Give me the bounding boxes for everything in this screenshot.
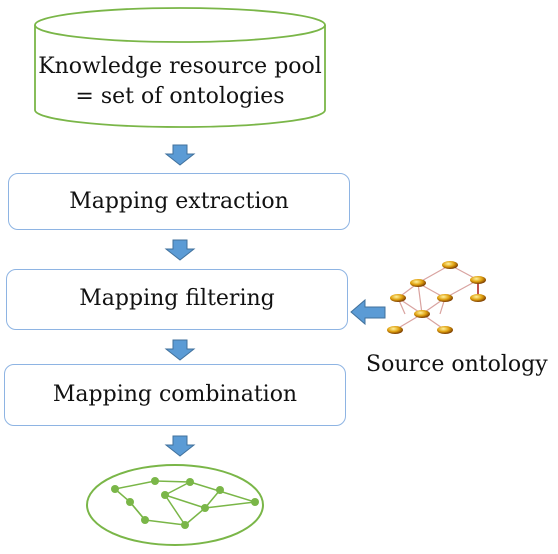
- graph-node: [251, 498, 259, 506]
- arrow-source-to-filtering: [350, 298, 386, 326]
- graph-node: [151, 477, 159, 485]
- graph-node: [141, 516, 149, 524]
- graph-node: [216, 486, 224, 494]
- step-label: Mapping extraction: [69, 189, 289, 214]
- pool-label: Knowledge resource pool = set of ontolog…: [35, 52, 325, 112]
- pool-label-line2: = set of ontologies: [75, 84, 285, 109]
- ontology-node: [410, 279, 426, 287]
- ontology-node: [470, 276, 486, 284]
- graph-node: [126, 498, 134, 506]
- ontology-node: [390, 294, 406, 302]
- graph-node: [161, 491, 169, 499]
- ontology-node: [414, 310, 430, 318]
- ontology-node: [387, 326, 403, 334]
- step-mapping-filtering: Mapping filtering: [6, 269, 348, 330]
- graph-node: [181, 521, 189, 529]
- ontology-node: [437, 294, 453, 302]
- ontology-node: [470, 294, 486, 302]
- step-label: Mapping combination: [52, 382, 298, 407]
- ontology-node: [442, 261, 458, 269]
- graph-node: [186, 478, 194, 486]
- pool-label-line1: Knowledge resource pool: [38, 54, 322, 79]
- arrow-extraction-to-filtering: [164, 239, 196, 261]
- step-mapping-combination: Mapping combination: [4, 364, 346, 426]
- arrow-pool-to-extraction: [164, 144, 196, 166]
- source-ontology-icon: [387, 261, 486, 334]
- result-ontology-graph: [86, 464, 264, 546]
- arrow-combination-to-result: [164, 435, 196, 457]
- step-mapping-extraction: Mapping extraction: [8, 173, 350, 230]
- graph-node: [201, 504, 209, 512]
- source-ontology-label: Source ontology: [366, 352, 548, 377]
- step-label: Mapping filtering: [79, 286, 275, 311]
- arrow-filtering-to-combination: [164, 339, 196, 361]
- ontology-node: [437, 326, 453, 334]
- graph-node: [111, 485, 119, 493]
- knowledge-pool-cylinder: [34, 7, 326, 128]
